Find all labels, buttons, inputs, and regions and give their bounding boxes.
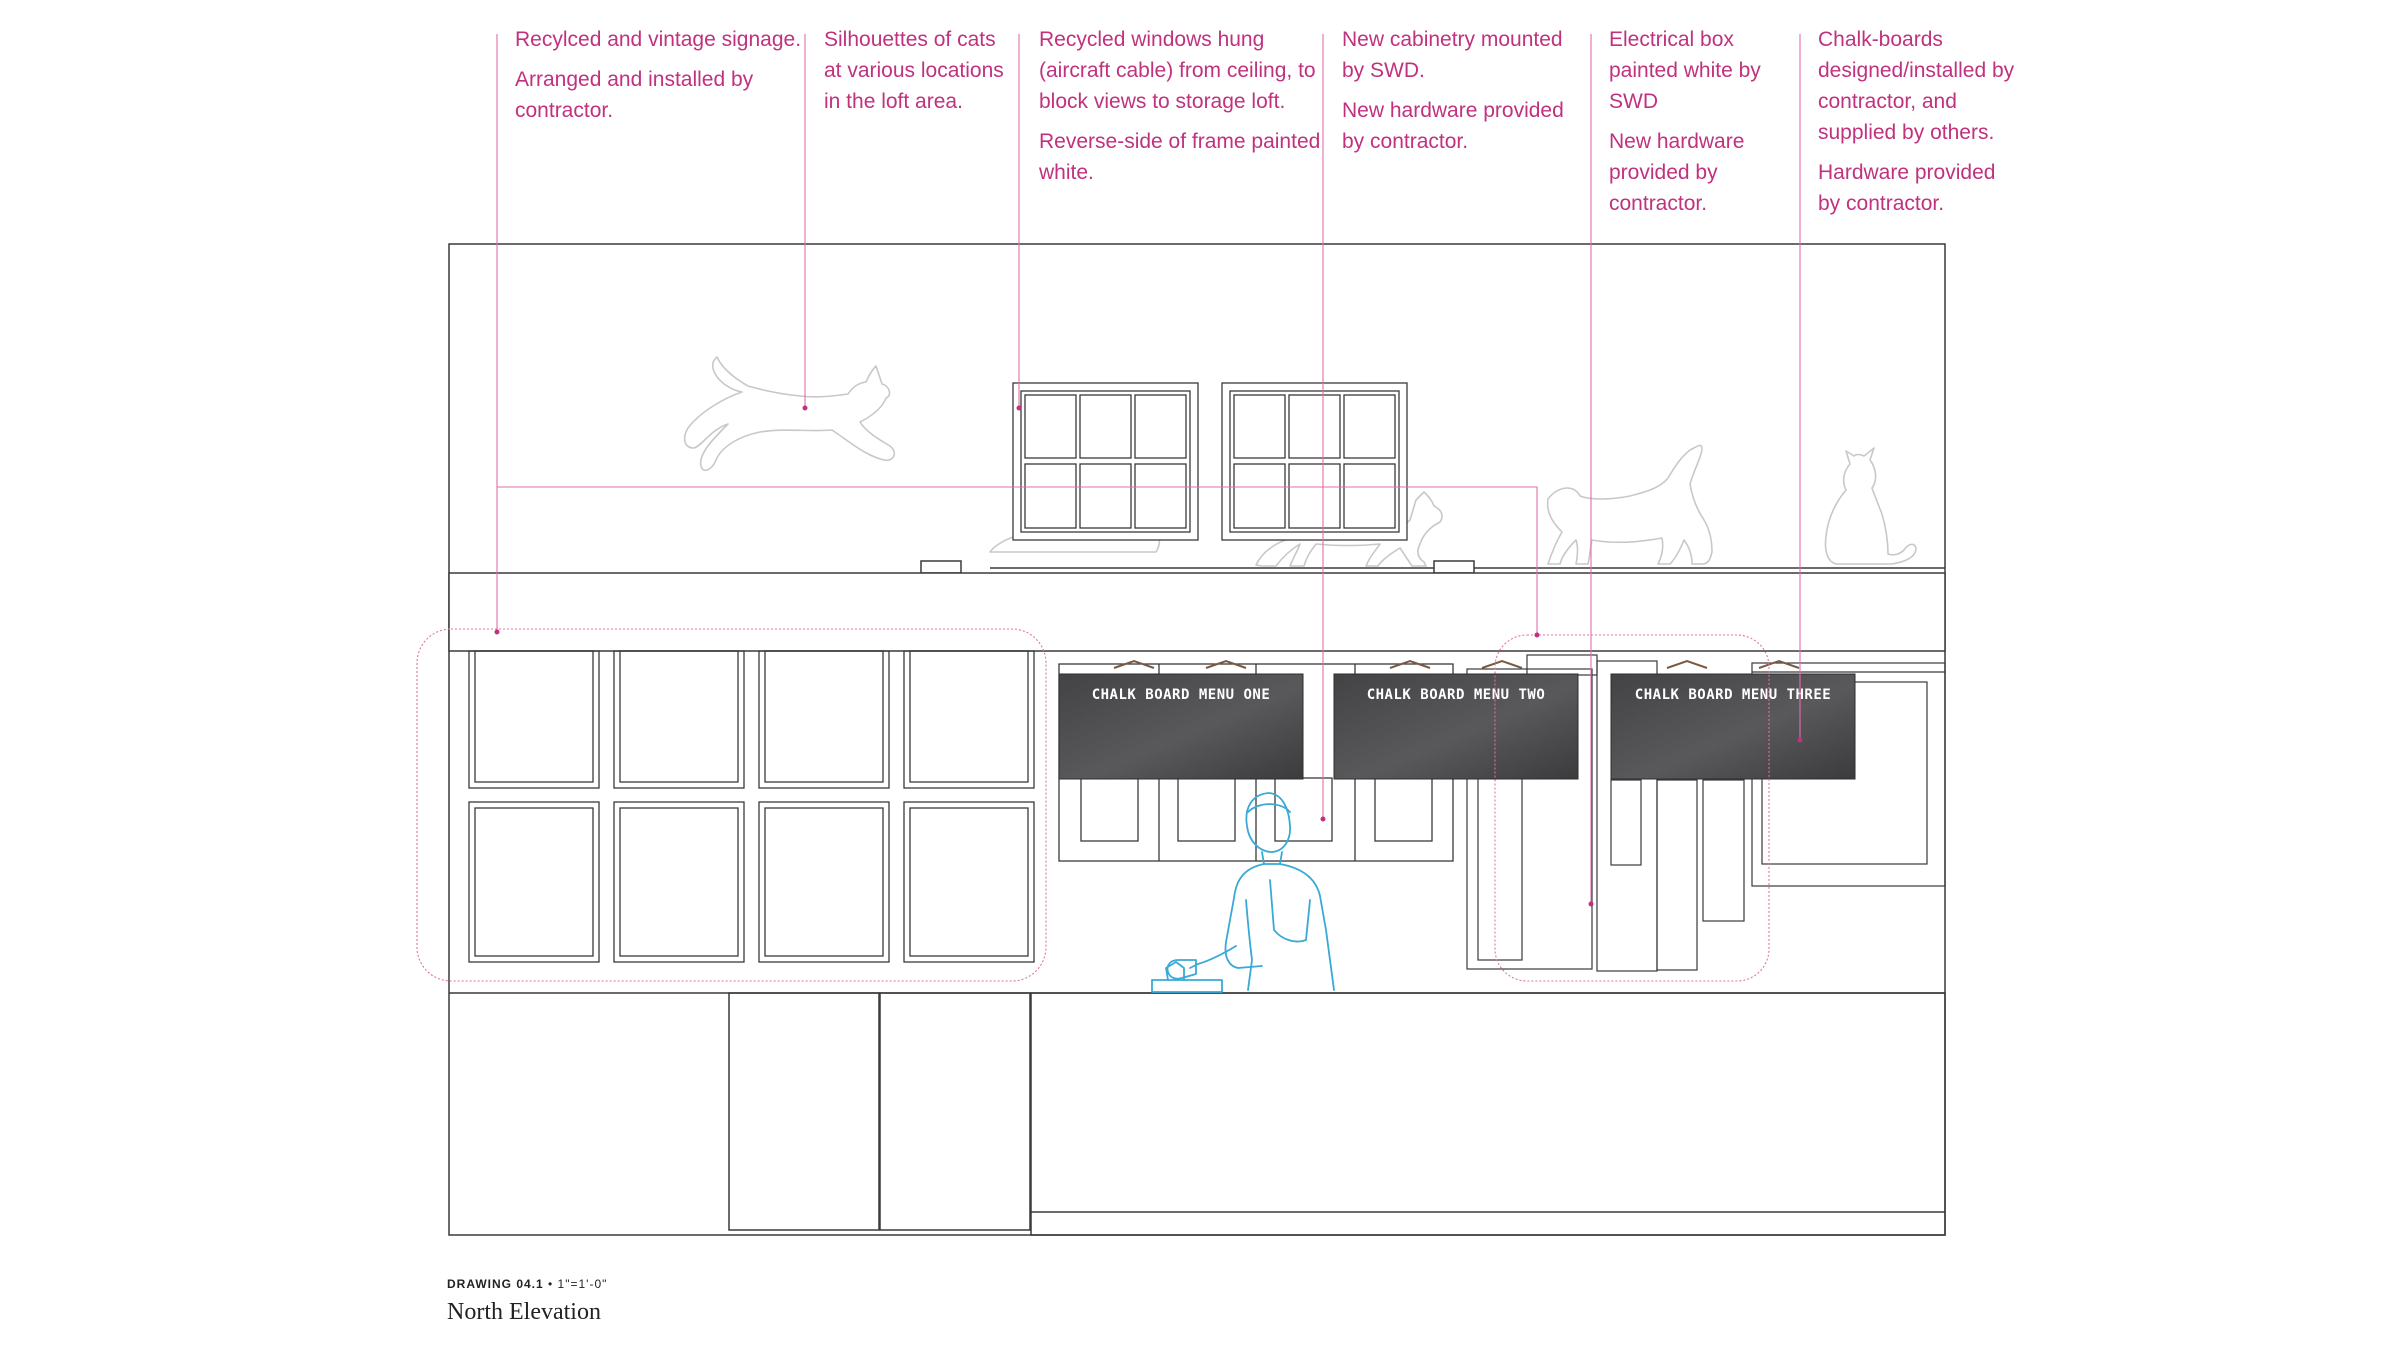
annotation-points: [494, 405, 1803, 907]
note-electrical-line-2: New hardware provided by contractor.: [1609, 130, 1745, 215]
vintage-signage: [468, 650, 1035, 963]
recycled-windows: [1012, 382, 1408, 541]
chalkboard-menu-one: CHALK BOARD MENU ONE: [1058, 659, 1304, 780]
note-electrical-line-1: Electrical box painted white by SWD: [1609, 28, 1761, 113]
note-signage: Recylced and vintage signage. Arranged a…: [515, 24, 805, 135]
note-recycled-windows: Recycled windows hung (aircraft cable) f…: [1039, 24, 1324, 197]
note-cabinetry-line-1: New cabinetry mounted by SWD.: [1342, 28, 1563, 82]
chalkboards: CHALK BOARD MENU ONE CHALK BOARD MENU TW…: [1058, 659, 1856, 780]
barista-figure: [1151, 792, 1335, 993]
chalkboard-two-hanger: [1389, 659, 1523, 669]
chalkboard-one-label: CHALK BOARD MENU ONE: [1092, 687, 1271, 703]
chalkboard-three-hanger: [1666, 659, 1800, 669]
leader-signage-horizontal: [497, 486, 1538, 635]
sitting-cat-silhouette: [1824, 447, 1917, 565]
chalkboard-menu-three: CHALK BOARD MENU THREE: [1610, 659, 1856, 780]
recycled-window-left: [1012, 382, 1199, 541]
electrical-group-outline: [1494, 634, 1770, 982]
signage-group-outline: [416, 628, 1047, 982]
soffit-beam: [448, 572, 1946, 652]
note-signage-line-1: Recylced and vintage signage.: [515, 28, 802, 51]
counter-and-base-cabinets: [449, 992, 1946, 1236]
sign-frames-top-row: [468, 650, 1035, 789]
drawing-number-label: DRAWING 04.1: [447, 1277, 544, 1291]
note-electrical-box: Electrical box painted white by SWD New …: [1609, 24, 1761, 228]
chalkboard-two-label: CHALK BOARD MENU TWO: [1367, 687, 1546, 703]
note-cabinetry: New cabinetry mounted by SWD. New hardwa…: [1342, 24, 1582, 166]
note-cat-silhouettes: Silhouettes of cats at various locations…: [824, 24, 1010, 126]
chalkboard-menu-two: CHALK BOARD MENU TWO: [1333, 659, 1579, 780]
note-chalkboards-line-1: Chalk-boards designed/installed by contr…: [1818, 28, 2015, 144]
chalkboard-three-label: CHALK BOARD MENU THREE: [1635, 687, 1831, 703]
leaping-cat-silhouette: [683, 356, 896, 472]
recycled-window-right: [1221, 382, 1408, 541]
chalkboard-one-hanger: [1113, 659, 1247, 669]
note-windows-line-2: Reverse-side of frame painted white.: [1039, 130, 1321, 184]
drawing-title: North Elevation: [447, 1299, 601, 1325]
drawing-number: DRAWING 04.1 • 1"=1'-0": [447, 1277, 607, 1291]
walking-cat-silhouette-right: [1546, 444, 1713, 565]
loft-ledge: [920, 560, 1945, 574]
note-cabinetry-line-2: New hardware provided by contractor.: [1342, 99, 1564, 153]
note-windows-line-1: Recycled windows hung (aircraft cable) f…: [1039, 28, 1316, 113]
annotation-leaders: [416, 34, 1801, 982]
sign-frames-bottom-row: [468, 801, 1035, 963]
note-chalkboards: Chalk-boards designed/installed by contr…: [1818, 24, 2018, 228]
note-cats-line-1: Silhouettes of cats at various locations…: [824, 28, 1004, 113]
drawing-scale: • 1"=1'-0": [543, 1277, 608, 1291]
note-chalkboards-line-2: Hardware provided by contractor.: [1818, 161, 1996, 215]
note-signage-line-2: Arranged and installed by contractor.: [515, 68, 754, 122]
